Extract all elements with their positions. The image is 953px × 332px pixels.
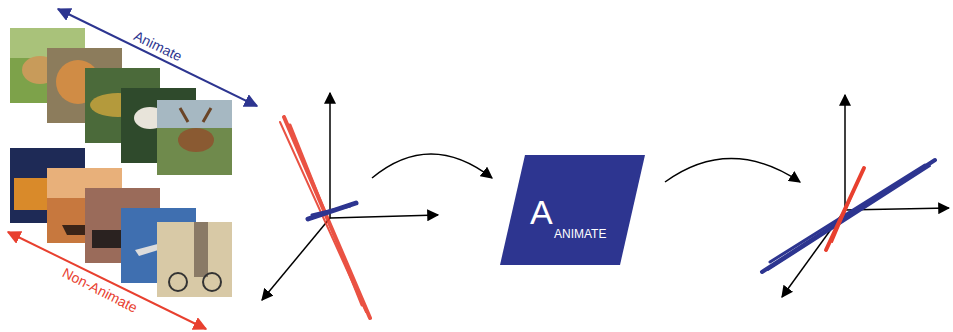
matrix-subscript: ANIMATE: [554, 228, 606, 240]
parallelogram-shape: [500, 155, 645, 265]
feature-space-after: [762, 95, 949, 297]
non-animate-photos: [10, 148, 232, 297]
transform-arrow: [372, 154, 492, 178]
transform-arrow: [665, 159, 800, 183]
matrix-parallelogram: AANIMATE: [500, 155, 645, 265]
feature-space-before: [262, 93, 438, 318]
matrix-symbol: A: [530, 195, 553, 229]
axis-label: Animate: [129, 26, 188, 66]
